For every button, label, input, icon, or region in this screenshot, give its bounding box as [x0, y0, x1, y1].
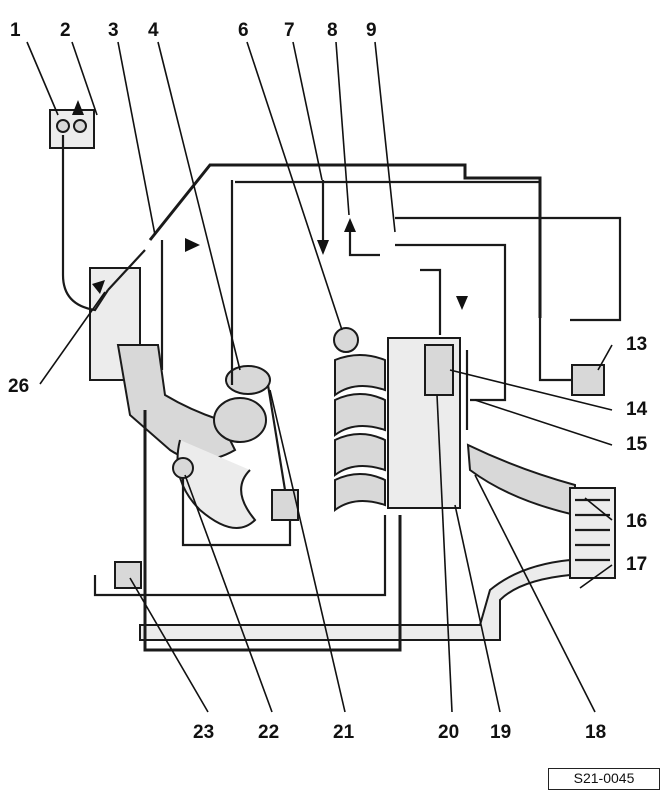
callout-labels: 1 2 3 4 6 7 8 9 13 14 15 16 17 18 19 20 …: [8, 20, 648, 743]
hose-8: [348, 230, 380, 257]
connector-box: [49, 109, 95, 149]
hose-9-to-manifold: [395, 243, 507, 402]
leader-26: [39, 291, 106, 385]
leader-7: [292, 41, 323, 181]
callout-7: 7: [284, 20, 295, 41]
arrow-icon: [317, 240, 329, 255]
hose-top-main: [148, 163, 542, 318]
hose-valve-to-manifold: [420, 268, 442, 335]
callout-26: 26: [8, 376, 29, 397]
leader-13: [597, 344, 613, 371]
flow-arrows: [72, 100, 468, 310]
leader-18: [474, 474, 596, 713]
leader-lines: [26, 41, 613, 713]
turbocharger: [213, 397, 267, 443]
leader-4: [157, 41, 241, 371]
arrow-icon: [344, 218, 356, 232]
callout-13: 13: [626, 334, 647, 355]
leader-9: [374, 41, 396, 233]
callout-3: 3: [108, 20, 119, 41]
leader-1: [26, 41, 59, 116]
lower-charge-pipe: [139, 558, 571, 641]
leader-3: [117, 41, 156, 236]
vacuum-hoses: [61, 135, 622, 652]
callout-15: 15: [626, 434, 648, 455]
callout-9: 9: [366, 20, 377, 41]
arrow-icon: [92, 280, 105, 294]
leader-23: [129, 577, 209, 713]
callout-20: 20: [438, 722, 459, 743]
arrow-icon: [456, 296, 468, 310]
callout-4: 4: [148, 20, 159, 41]
solenoid-valve-block: [424, 344, 454, 396]
hose-1: [61, 135, 109, 312]
leader-6: [246, 41, 343, 331]
leader-14: [449, 369, 613, 411]
callout-8: 8: [327, 20, 338, 41]
vacuum-reservoir: [571, 364, 605, 396]
leader-20: [436, 394, 453, 713]
hose-right-loop: [395, 216, 622, 322]
hose-22: [181, 478, 292, 547]
leader-8: [335, 41, 350, 216]
valve-22: [172, 457, 194, 479]
leader-2: [71, 41, 98, 116]
connector-2: [73, 119, 87, 133]
connector-1: [56, 119, 70, 133]
hose-26: [107, 249, 146, 291]
callout-23: 23: [193, 722, 214, 743]
manifold-runners: [334, 354, 386, 512]
intake-duct: [116, 344, 237, 461]
callout-6: 6: [238, 20, 249, 41]
valve-23: [114, 561, 142, 589]
hose-left-vertical: [143, 410, 402, 652]
callout-16: 16: [626, 511, 647, 532]
leader-19: [454, 504, 501, 713]
callout-21: 21: [333, 722, 355, 743]
intercooler: [569, 487, 616, 579]
arrow-icon: [72, 100, 84, 115]
figure-reference-code: S21-0045: [548, 768, 660, 790]
leader-15: [474, 399, 613, 446]
arrow-icon: [185, 238, 200, 252]
leader-17: [579, 564, 613, 589]
intercooler-hose: [466, 443, 576, 517]
callout-2: 2: [60, 20, 71, 41]
hose-right-inner: [538, 318, 572, 382]
callout-17: 17: [626, 554, 647, 575]
leader-21: [269, 389, 346, 713]
valve-6: [333, 327, 359, 353]
callout-14: 14: [626, 399, 648, 420]
hose-21: [266, 384, 287, 491]
leader-16: [584, 497, 613, 521]
callout-19: 19: [490, 722, 511, 743]
callout-18: 18: [585, 722, 606, 743]
boost-valve-21: [225, 365, 271, 395]
hose-lower-left: [93, 515, 387, 597]
callout-1: 1: [10, 20, 21, 41]
callout-22: 22: [258, 722, 279, 743]
diagram-components: [49, 109, 616, 641]
leader-22: [184, 474, 273, 713]
